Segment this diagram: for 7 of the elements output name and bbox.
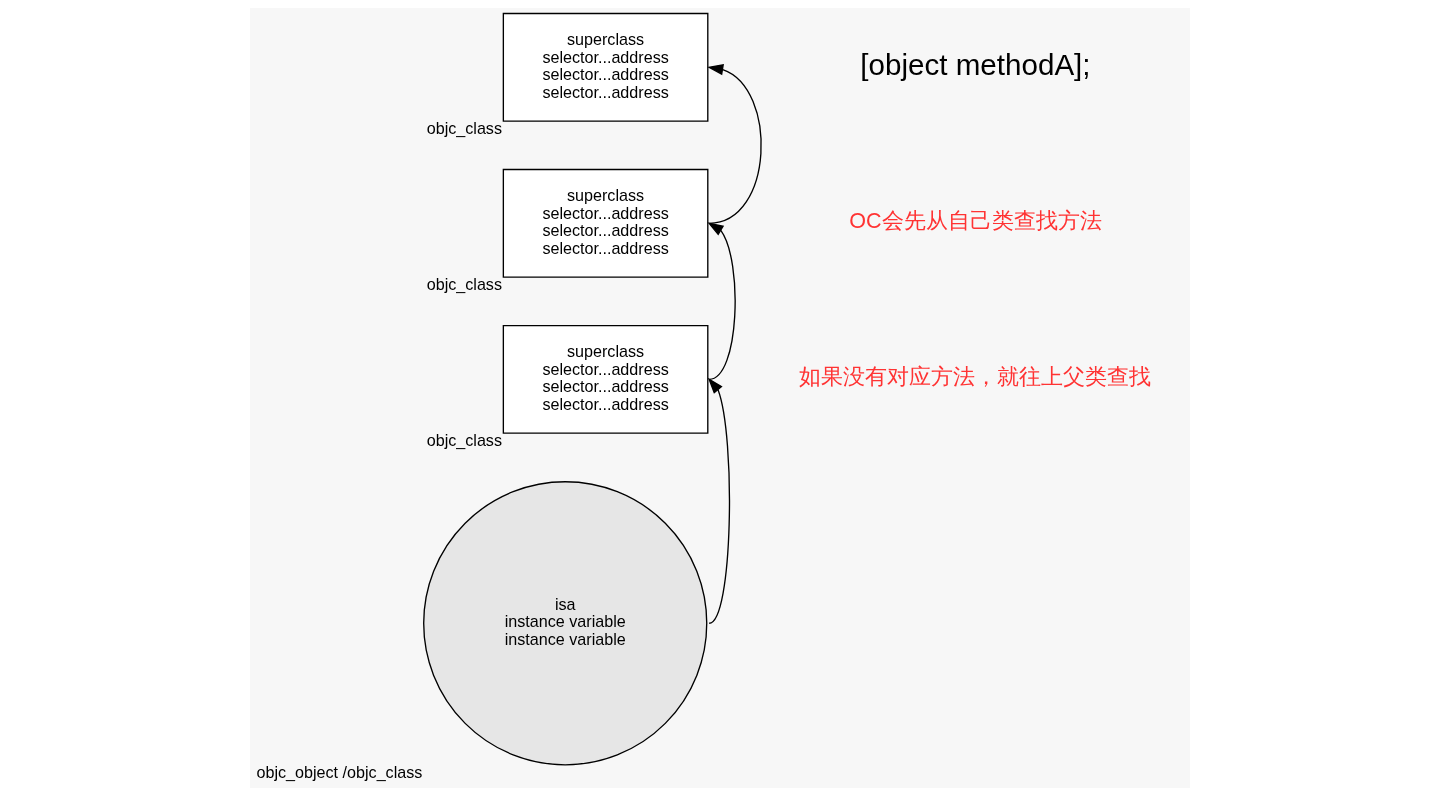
label: 如果没有对应方法，就往上父类查找 xyxy=(799,365,1152,390)
node-label: objc_object /objc_class xyxy=(256,762,423,781)
node-label: objc_class xyxy=(426,119,502,138)
node-label: objc_class xyxy=(426,275,502,294)
label: OC会先从自己类查找方法 xyxy=(849,209,1102,234)
node-label: objc_class xyxy=(426,431,502,450)
label: [object methodA]; xyxy=(860,47,1091,81)
